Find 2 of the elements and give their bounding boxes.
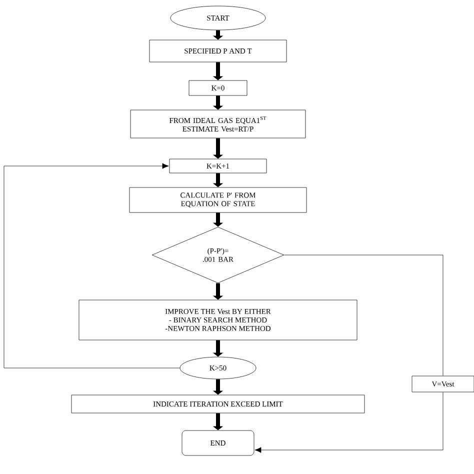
arrow [4,163,180,368]
arrow [254,392,444,453]
